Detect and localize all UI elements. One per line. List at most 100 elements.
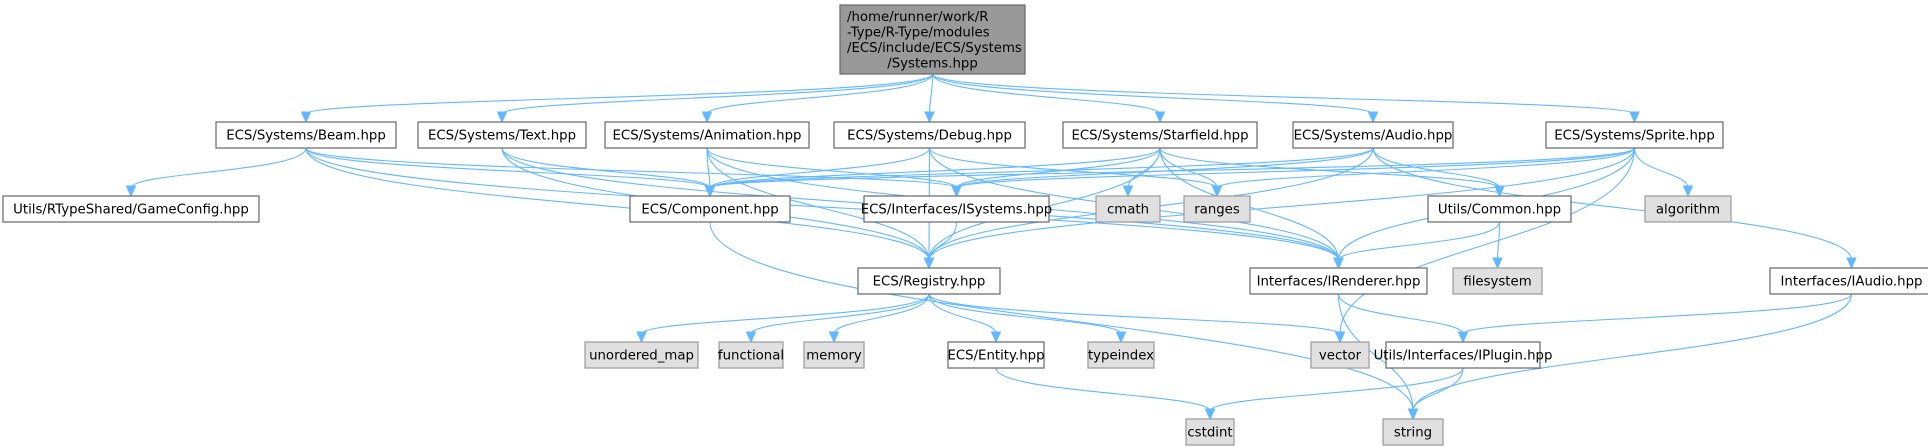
edge-registry-to-memory [833, 293, 930, 335]
node-irenderer[interactable]: Interfaces/IRenderer.hpp [1249, 267, 1428, 295]
node-label: ECS/Registry.hpp [873, 275, 986, 290]
edge-audio-to-component [709, 147, 1374, 189]
edge-entity-to-cstdint [995, 367, 1211, 412]
arrowhead-registry-to-entity [990, 331, 1002, 344]
arrowhead-iplugin-to-string [1407, 408, 1419, 421]
edge-debug-to-component [709, 147, 931, 189]
node-label: ECS/Systems/Starfield.hpp [1071, 129, 1248, 144]
node-box [629, 195, 791, 223]
node-label: /ECS/include/ECS/Systems [847, 41, 1022, 56]
edge-iaudio-to-string [1412, 293, 1853, 412]
node-label: functional [718, 349, 784, 364]
arrowhead-common-to-filesystem [1492, 257, 1503, 270]
node-starfield[interactable]: ECS/Systems/Starfield.hpp [1062, 121, 1258, 149]
arrowhead-registry-to-functional [745, 331, 757, 344]
node-iplugin[interactable]: Utils/Interfaces/IPlugin.hpp [1374, 341, 1553, 369]
arrowhead-root-to-debug [924, 111, 935, 124]
node-box [1249, 267, 1428, 295]
edge-root-to-starfield [931, 73, 1161, 115]
node-box [803, 341, 865, 369]
edges-layer [125, 73, 1857, 421]
arrowhead-root-to-audio [1367, 111, 1379, 124]
edge-registry-to-unordered_map [640, 293, 930, 335]
node-label: filesystem [1463, 275, 1531, 290]
arrowhead-sprite-to-component [704, 185, 716, 198]
edge-animation-to-isystems [706, 147, 958, 189]
node-filesystem: filesystem [1452, 267, 1543, 295]
node-label: Utils/Common.hpp [1438, 203, 1561, 218]
node-label: /home/runner/work/R [847, 10, 988, 25]
node-box [863, 195, 1050, 223]
node-label: ECS/Component.hpp [641, 203, 778, 218]
edge-common-to-filesystem [1496, 221, 1501, 261]
arrowhead-sprite-to-isystems [951, 185, 962, 198]
arrowhead-starfield-to-cmath [1122, 185, 1134, 198]
node-box [1644, 195, 1732, 223]
node-label: Utils/Interfaces/IPlugin.hpp [1374, 349, 1553, 364]
edge-text-to-component [501, 147, 711, 189]
arrowhead-registry-to-vector [1334, 331, 1346, 344]
node-text[interactable]: ECS/Systems/Text.hpp [417, 121, 587, 149]
node-label: ECS/Systems/Text.hpp [428, 129, 576, 144]
node-box [839, 4, 1026, 75]
edge-root-to-animation [706, 73, 934, 115]
edge-sprite-to-isystems [955, 147, 1636, 189]
node-component[interactable]: ECS/Component.hpp [629, 195, 791, 223]
node-common[interactable]: Utils/Common.hpp [1427, 195, 1572, 223]
edge-iaudio-to-iplugin [1462, 293, 1853, 335]
node-box [1185, 418, 1235, 446]
edge-beam-to-component [305, 147, 711, 189]
node-label: ranges [1194, 203, 1240, 218]
node-box [215, 121, 397, 149]
edge-iplugin-to-string [1412, 367, 1464, 412]
node-iaudio[interactable]: Interfaces/IAudio.hpp [1769, 267, 1928, 295]
node-label: ECS/Systems/Debug.hpp [847, 129, 1012, 144]
edge-root-to-debug [928, 73, 934, 115]
node-audio[interactable]: ECS/Systems/Audio.hpp [1292, 121, 1454, 149]
node-box [1183, 195, 1251, 223]
edge-sprite-to-component [709, 147, 1636, 189]
node-label: -Type/R-Type/modules [847, 25, 990, 40]
arrowhead-audio-to-common [1494, 185, 1505, 198]
node-box [1452, 267, 1543, 295]
node-label: ECS/Entity.hpp [947, 349, 1044, 364]
node-isystems[interactable]: ECS/Interfaces/ISystems.hpp [861, 195, 1053, 223]
node-label: cstdint [1187, 426, 1232, 441]
node-label: Interfaces/IRenderer.hpp [1257, 275, 1421, 290]
node-label: ECS/Interfaces/ISystems.hpp [861, 203, 1053, 218]
node-entity[interactable]: ECS/Entity.hpp [947, 341, 1045, 369]
edge-beam-to-isystems [305, 147, 958, 189]
node-label: string [1394, 426, 1432, 441]
node-cmath: cmath [1095, 195, 1161, 223]
node-box [857, 267, 1001, 295]
node-debug[interactable]: ECS/Systems/Debug.hpp [833, 121, 1026, 149]
node-box [584, 341, 699, 369]
node-label: Interfaces/IAudio.hpp [1781, 275, 1923, 290]
arrowhead-registry-to-memory [828, 331, 840, 344]
node-label: ECS/Systems/Audio.hpp [1294, 129, 1453, 144]
node-unordered_map: unordered_map [584, 341, 699, 369]
edge-irenderer-to-string [1337, 293, 1414, 412]
arrowhead-audio-to-iaudio [1846, 257, 1857, 270]
edge-iplugin-to-cstdint [1209, 367, 1464, 412]
node-sprite[interactable]: ECS/Systems/Sprite.hpp [1545, 121, 1724, 149]
node-label: vector [1319, 349, 1362, 364]
arrowhead-root-to-animation [701, 111, 713, 124]
node-beam[interactable]: ECS/Systems/Beam.hpp [215, 121, 397, 149]
arrowhead-common-to-irenderer [1333, 257, 1344, 270]
edge-sprite-to-registry [928, 147, 1636, 261]
edge-audio-to-iaudio [1372, 147, 1853, 261]
node-algorithm: algorithm [1644, 195, 1732, 223]
arrowhead-registry-to-unordered_map [636, 331, 647, 344]
edge-irenderer-to-iplugin [1337, 293, 1464, 335]
node-box [1769, 267, 1928, 295]
node-root[interactable]: /home/runner/work/R-Type/R-Type/modules/… [839, 4, 1026, 75]
node-animation[interactable]: ECS/Systems/Animation.hpp [604, 121, 810, 149]
node-box [833, 121, 1026, 149]
edge-registry-to-entity [928, 293, 997, 335]
node-gameconfig[interactable]: Utils/RTypeShared/GameConfig.hpp [2, 195, 260, 223]
node-box [1087, 341, 1155, 369]
node-box [1062, 121, 1258, 149]
node-registry[interactable]: ECS/Registry.hpp [857, 267, 1001, 295]
edge-sprite-to-vector [1339, 147, 1636, 335]
